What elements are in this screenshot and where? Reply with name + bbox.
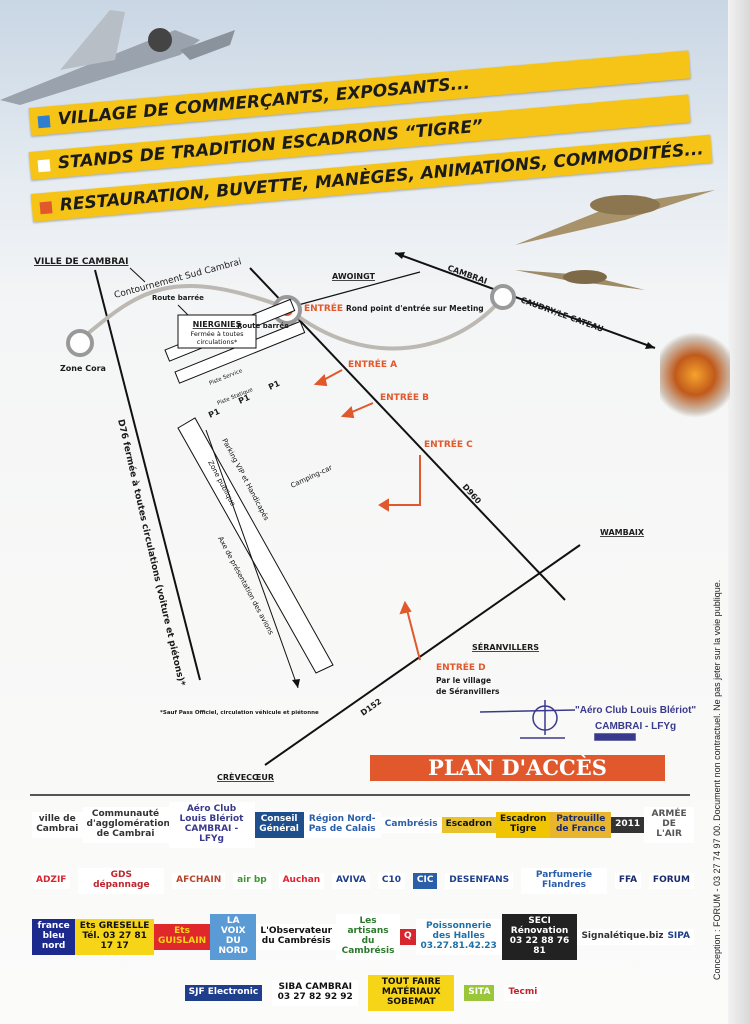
label-rond-point: Rond point d'entrée sur Meeting xyxy=(346,304,484,313)
road-d76 xyxy=(94,269,201,681)
label-crevecoeur: CRÈVECŒUR xyxy=(217,771,274,782)
label-entree-d-note: Par le village xyxy=(436,676,491,685)
label-entree-b: ENTRÉE B xyxy=(380,391,429,403)
sponsor-logo: 2011 xyxy=(611,817,645,833)
label-entree-c: ENTRÉE C xyxy=(424,438,473,450)
divider xyxy=(30,794,690,796)
sponsor-row: SJF Electronic SIBA CAMBRAI 03 27 82 92 9… xyxy=(32,968,694,1018)
aero-club-plane-logo xyxy=(479,700,636,741)
sponsor-logo: Tecmi xyxy=(504,985,542,1001)
aero-club-label: "Aéro Club Louis Blériot" CAMBRAI - LFYg xyxy=(575,705,696,732)
road-d152 xyxy=(264,544,581,766)
sponsor-logo: LA VOIX DU NORD xyxy=(210,914,257,960)
sponsor-logo: SJF Electronic xyxy=(184,985,263,1001)
sponsor-logo: Communauté d'agglomération de Cambrai xyxy=(82,807,170,843)
sponsor-logo: DESENFANS xyxy=(445,873,514,889)
sponsor-logo: C10 xyxy=(377,873,406,889)
sponsor-logo: Ets GRESELLE Tél. 03 27 81 17 17 xyxy=(75,919,154,955)
sponsor-logo: air bp xyxy=(233,873,271,889)
sponsor-logo: Q xyxy=(400,929,416,945)
footnote: *Sauf Pass Officiel, circulation véhicul… xyxy=(160,709,319,716)
sponsor-logo: Région Nord-Pas de Calais xyxy=(303,812,381,838)
label-niergnies: NIERGNIES xyxy=(193,320,242,329)
aero-club-name: "Aéro Club Louis Blériot" xyxy=(575,705,697,716)
aero-club-location: CAMBRAI - LFYg xyxy=(595,721,677,732)
explosion-illustration xyxy=(660,330,730,420)
sponsor-logo: CIC xyxy=(412,873,438,889)
sponsor-logo: ADZIF xyxy=(32,873,71,889)
label-niergnies-note: Fermée à toutes xyxy=(191,330,245,338)
sponsor-logo: Aéro Club Louis Blériot CAMBRAI - LFYg xyxy=(168,802,255,848)
sponsor-logo: ville de Cambrai xyxy=(32,812,83,838)
label-d76: D76 fermée à toutes circulations (voitur… xyxy=(115,418,187,687)
sponsor-logo: GDS dépannage xyxy=(78,868,165,894)
road-contournement-east xyxy=(285,295,505,351)
label-awoingt: AWOINGT xyxy=(332,272,376,281)
sponsor-logo: FORUM xyxy=(648,873,694,889)
page-edge xyxy=(728,0,750,1024)
sponsor-logo: SIPA xyxy=(663,929,695,945)
sponsor-logo: SITA xyxy=(464,985,495,1001)
label-piste-service: Piste Service xyxy=(209,368,244,387)
road-d960 xyxy=(249,267,566,601)
entry-arrows xyxy=(313,369,421,661)
label-wambaix: WAMBAIX xyxy=(600,528,645,537)
label-niergnies-note: circulations* xyxy=(197,338,238,346)
access-map: VILLE DE CAMBRAI Contournement Sud Cambr… xyxy=(34,252,656,782)
sponsor-logo: SIBA CAMBRAI 03 27 82 92 92 xyxy=(272,980,359,1006)
sponsor-logo: Parfumerie Flandres xyxy=(521,868,607,894)
label-d152: D152 xyxy=(359,697,383,718)
niergnies-box xyxy=(177,314,257,349)
sponsor-logo: L'Observateur du Cambrésis xyxy=(256,924,337,950)
sponsor-logo: Escadron xyxy=(441,817,497,833)
sponsor-logo: Conseil Général xyxy=(254,812,304,838)
sponsor-row: ADZIF GDS dépannage AFCHAIN air bp Auchan AVI… xyxy=(32,856,694,906)
arrow-caudry-icon xyxy=(645,342,655,349)
road-awoingt xyxy=(286,271,421,309)
sponsor-logo: france bleu nord xyxy=(32,919,76,955)
label-route-barree: Route barrée xyxy=(237,322,289,330)
sponsor-logo: Poissonnerie des Halles 03.27.81.42.23 xyxy=(415,919,502,955)
sponsor-logo: FFA xyxy=(614,873,642,889)
label-ville-de-cambrai: VILLE DE CAMBRAI xyxy=(34,257,128,267)
sponsor-logo: Ets GUISLAIN xyxy=(154,924,211,950)
label-parking-p1: P1 xyxy=(207,407,222,420)
sponsor-logo: TOUT FAIRE MATÉRIAUX SOBEMAT xyxy=(368,975,455,1011)
label-parking-p1: P1 xyxy=(267,379,282,392)
roundabout-caudry xyxy=(490,284,516,310)
sponsor-logo: Signalétique.biz xyxy=(577,929,664,945)
sponsor-logo: Auchan xyxy=(278,873,325,889)
plan-acces-title: PLAN D'ACCÈS xyxy=(370,755,665,781)
road-contournement xyxy=(78,284,288,342)
label-seranvillers: SÉRANVILLERS xyxy=(472,641,539,652)
sponsor-logo: Cambrésis xyxy=(380,817,442,833)
road-cambrai-caudry xyxy=(394,252,656,349)
roundabout-zone-cora xyxy=(66,329,94,357)
label-route-barree: Route barrée xyxy=(152,294,204,302)
label-entree-d-note: de Séranvillers xyxy=(436,687,500,696)
arrow-cambrai-icon xyxy=(395,252,405,259)
sponsor-logo: Patrouille de France xyxy=(550,812,612,838)
sponsor-logo: Escadron Tigre xyxy=(496,812,551,838)
zone-publique-area xyxy=(177,417,334,674)
label-caudry: CAUDRY/LE CATEAU xyxy=(519,295,604,333)
sponsor-logo: AFCHAIN xyxy=(172,873,226,889)
label-entree-d: ENTRÉE D xyxy=(436,661,486,673)
sponsor-logo: SECI Rénovation 03 22 88 76 81 xyxy=(501,914,578,960)
sponsor-logo: Les artisans du Cambrésis xyxy=(336,914,401,960)
conception-credit: Conception : FORUM - 03 27 74 97 00. Doc… xyxy=(712,579,722,980)
sponsor-logo: ARMÉE DE L'AIR xyxy=(644,807,694,843)
label-zone-cora: Zone Cora xyxy=(60,364,106,373)
label-camping-car: Camping-car xyxy=(289,464,333,490)
sponsor-logo: AVIVA xyxy=(332,873,371,889)
propeller-plane-illustration xyxy=(515,190,715,290)
label-entree: ENTRÉE xyxy=(304,302,343,314)
jet-plane-illustration xyxy=(0,10,235,105)
label-entree-a: ENTRÉE A xyxy=(348,358,397,370)
